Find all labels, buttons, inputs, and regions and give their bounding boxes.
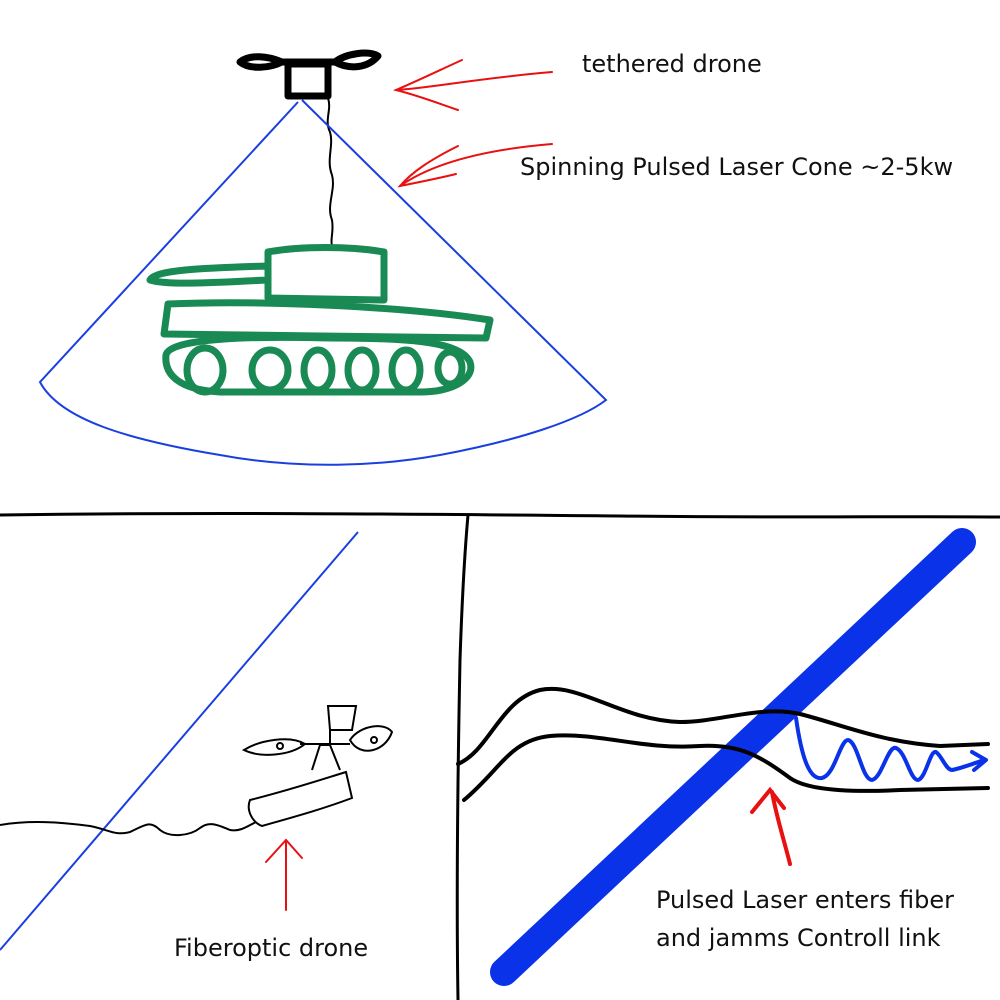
divider-horizontal bbox=[0, 511, 1000, 519]
laser-fiber-label-line2: and jamms Controll link bbox=[656, 924, 941, 952]
laser-beam bbox=[490, 528, 976, 986]
arrow-icon bbox=[397, 143, 553, 188]
laser-cone-label: Spinning Pulsed Laser Cone ~2-5kw bbox=[520, 153, 954, 181]
laser-pulse-wave bbox=[794, 716, 988, 782]
laser-beam-line bbox=[0, 531, 359, 951]
fiber-cable bbox=[456, 686, 990, 802]
laser-fiber-label-line1: Pulsed Laser enters fiber bbox=[656, 886, 955, 914]
laser-cone bbox=[38, 99, 608, 466]
arrow-icon bbox=[265, 838, 303, 911]
fiber-cable bbox=[0, 821, 257, 836]
arrow-icon bbox=[392, 59, 553, 111]
tether-line bbox=[326, 97, 334, 246]
tethered-drone-icon bbox=[236, 49, 382, 100]
fiberoptic-drone-icon bbox=[241, 705, 394, 828]
tank-icon bbox=[146, 244, 494, 396]
tethered-drone-label: tethered drone bbox=[582, 50, 762, 78]
arrow-icon bbox=[750, 786, 792, 866]
divider-vertical bbox=[455, 514, 470, 1000]
fiberoptic-drone-label: Fiberoptic drone bbox=[174, 934, 369, 962]
